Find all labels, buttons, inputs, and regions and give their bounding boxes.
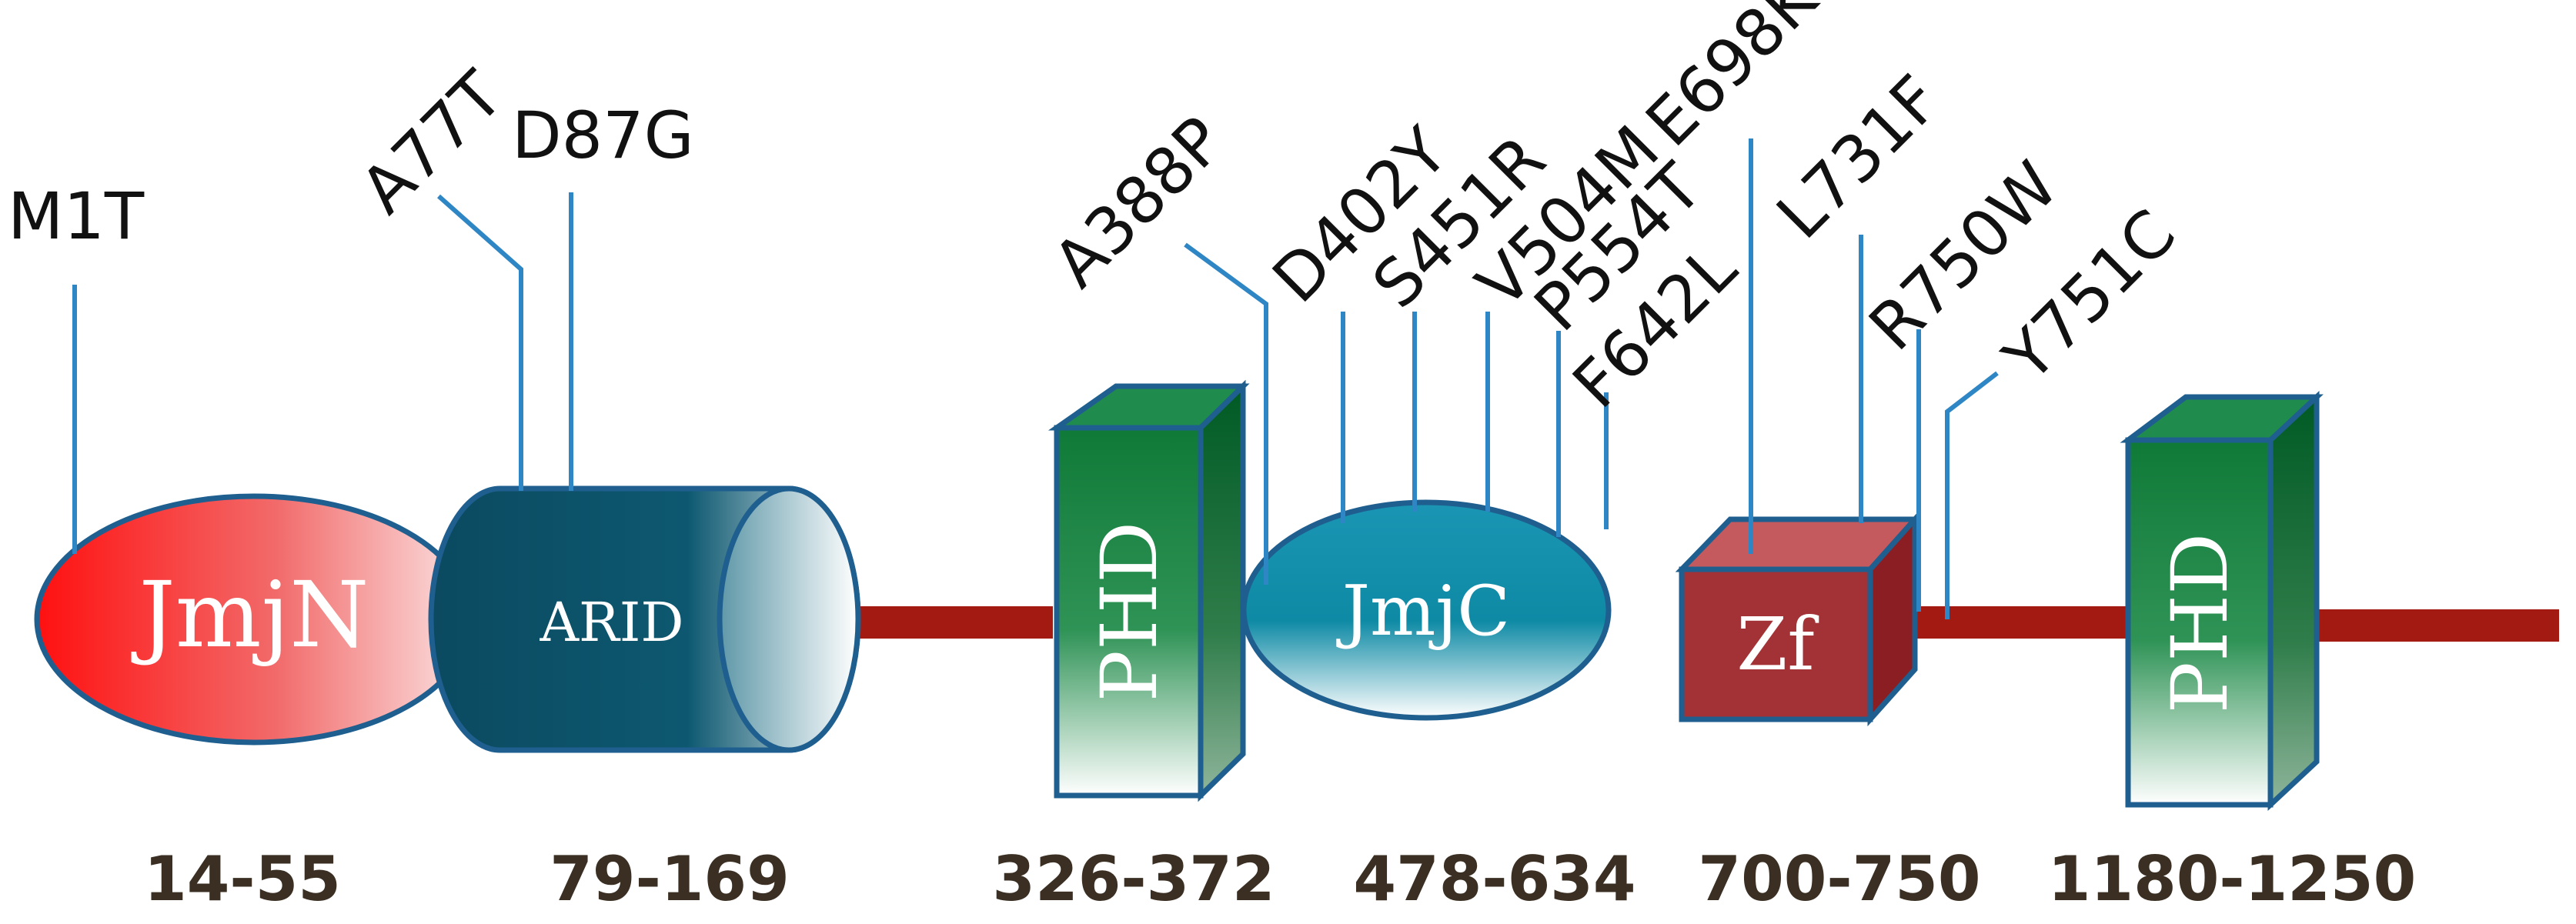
jmjn-label: JmjN (131, 562, 369, 668)
stem-y751c (1945, 371, 1999, 619)
mutation-label-d87g: D87G (512, 98, 694, 173)
range-label-phd2: 1180-1250 (2048, 843, 2417, 915)
jmjc-ellipse (1241, 499, 1612, 721)
mutation-stems (72, 138, 1999, 619)
phd-domain-1: PHD (1047, 379, 1250, 802)
arid-domain: ARID (428, 485, 861, 753)
range-label-phd1: 326-372 (992, 843, 1275, 915)
jmjc-label: JmjC (1336, 571, 1510, 652)
zf-front-face (1679, 566, 1873, 722)
mutation-label-a77t: A77T (346, 57, 517, 228)
backbone-segment-3 (2282, 609, 2559, 642)
range-label-jmjn: 14-55 (144, 843, 341, 915)
stem-a388p (1184, 242, 1268, 585)
range-label-jmjc: 478-634 (1353, 843, 1635, 915)
phd1-front-face (1054, 425, 1204, 799)
range-label-arid: 79-169 (550, 843, 790, 915)
range-labels: 14-55 79-169 326-372 478-634 700-750 118… (144, 843, 2416, 915)
phd2-label: PHD (2155, 533, 2245, 714)
phd-domain-2: PHD (2120, 390, 2324, 812)
jmjc-domain: JmjC (1241, 499, 1612, 721)
arid-end-cap (717, 485, 861, 753)
mutation-label-m1t: M1T (8, 178, 145, 254)
phd1-label: PHD (1084, 522, 1174, 702)
jmjn-domain: JmjN (34, 493, 474, 746)
backbone-segment-2 (1905, 606, 2132, 639)
zf-domain: Zf (1675, 512, 1921, 727)
backbone (777, 606, 2559, 642)
range-label-zf: 700-750 (1698, 843, 1980, 915)
zf-label: Zf (1736, 602, 1819, 687)
stem-a77t (437, 194, 523, 491)
phd1-side-face (1198, 379, 1246, 802)
arid-label: ARID (539, 591, 683, 654)
phd2-front-face (2125, 437, 2274, 808)
mutation-label-e698k: E698K (1632, 0, 1833, 161)
mutation-label-a388p: A388P (1039, 102, 1238, 302)
mutation-label-l731f: L731F (1762, 61, 1955, 253)
phd2-side-face (2267, 390, 2320, 812)
